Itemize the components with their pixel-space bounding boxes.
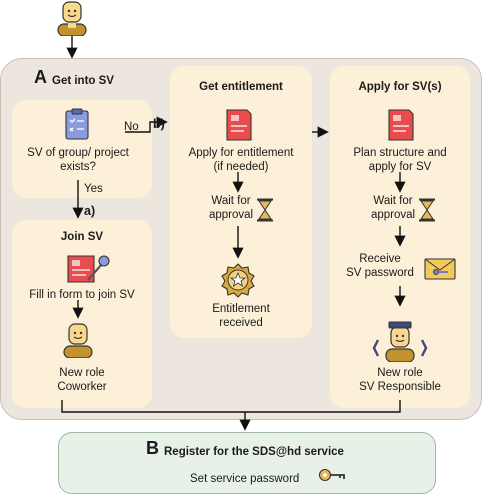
person-icon (57, 1, 87, 36)
section-b-letter: B (146, 438, 159, 458)
branch-b-label: b) (153, 117, 165, 131)
entitlement-received-line1: Entitlement (212, 303, 270, 315)
apply-entitlement-line1: Apply for entitlement (188, 147, 294, 159)
entitlement-received-line2: received (219, 317, 263, 329)
plan-structure-line2: apply for SV (368, 161, 432, 173)
entitlement-title: Get entitlement (199, 81, 283, 93)
yes-label: Yes (84, 183, 103, 195)
no-label: No (124, 121, 139, 133)
coworker-role-line1: New role (59, 367, 105, 379)
apply-sv-title: Apply for SV(s) (358, 81, 442, 93)
sv-responsible-person-icon (372, 321, 428, 362)
key-icon (318, 468, 345, 482)
section-a-title: Get into SV (52, 75, 114, 87)
sv-responsible-line1: New role (377, 367, 423, 379)
sv-responsible-line2: SV Responsible (359, 381, 441, 393)
section-a-letter: A (34, 67, 47, 87)
hourglass-icon (419, 198, 435, 222)
sv-wait-line2: approval (370, 209, 416, 221)
checklist-icon (65, 108, 89, 140)
receive-password-line2: SV password (346, 267, 414, 279)
document-icon (226, 109, 252, 141)
entitlement-wait-line1: Wait for (211, 195, 251, 207)
section-b-panel (58, 432, 436, 494)
award-badge-icon (221, 263, 255, 298)
branch-a-label: a) (84, 204, 96, 218)
hourglass-icon (257, 198, 273, 222)
join-form-step: Fill in form to join SV (29, 289, 135, 301)
entitlement-wait-line2: approval (208, 209, 254, 221)
coworker-role-line2: Coworker (57, 381, 107, 393)
envelope-key-icon (424, 258, 456, 280)
join-sv-title: Join SV (60, 231, 104, 243)
set-password-step: Set service password (190, 473, 300, 485)
apply-entitlement-line2: (if needed) (213, 161, 269, 173)
document-icon (388, 109, 414, 141)
plan-structure-line1: Plan structure and (353, 147, 447, 159)
receive-password-line1: Receive (359, 253, 401, 265)
form-pen-icon (67, 255, 110, 283)
decision-question: SV of group/ project exists? (27, 147, 129, 173)
section-b-title: Register for the SDS@hd service (164, 446, 344, 458)
person-icon (63, 323, 93, 358)
sv-wait-line1: Wait for (373, 195, 413, 207)
